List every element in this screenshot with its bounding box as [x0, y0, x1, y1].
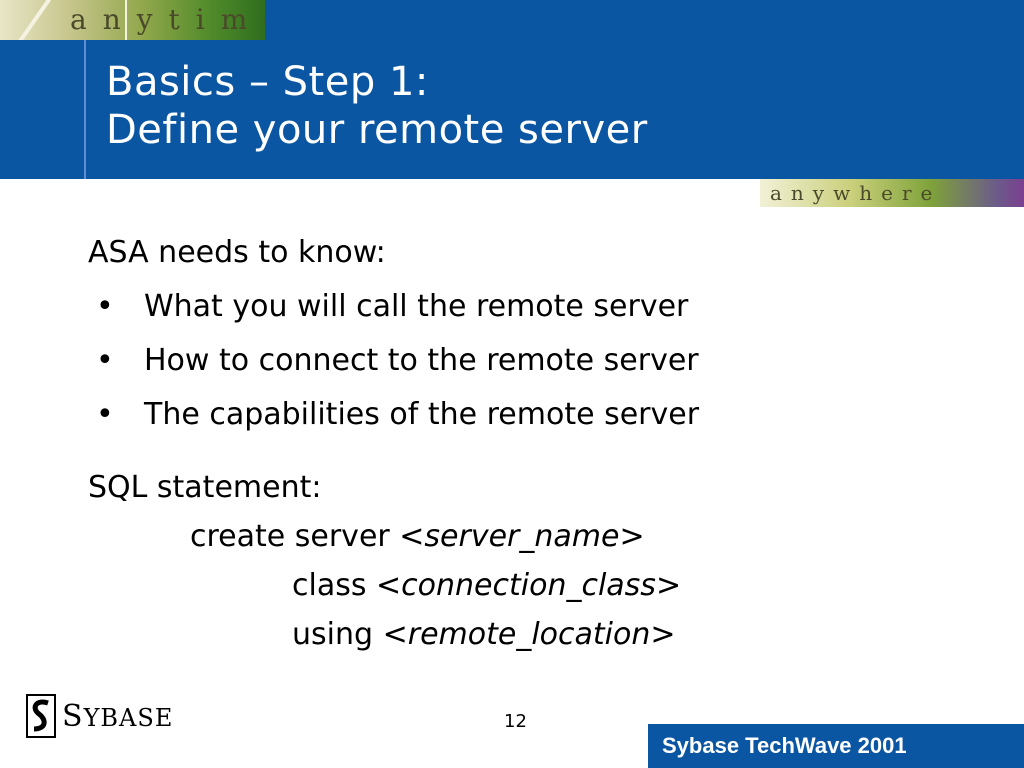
sql-open-bracket: <: [376, 568, 402, 603]
techwave-badge: Sybase TechWave 2001: [648, 724, 1024, 768]
header-rule: [84, 40, 86, 179]
bullet-item: • The capabilities of the remote server: [88, 388, 699, 442]
bullet-marker: •: [96, 289, 114, 324]
bullet-text: How to connect to the remote server: [144, 343, 699, 378]
sybase-logo: SYBASE: [26, 694, 173, 738]
sql-keyword: create server: [190, 519, 390, 554]
sql-close-bracket: >: [650, 617, 676, 652]
bullet-item: • What you will call the remote server: [88, 280, 699, 334]
sql-keyword: class: [292, 568, 367, 603]
page-number: 12: [504, 711, 527, 732]
sql-close-bracket: >: [655, 568, 682, 603]
sql-keyword: using: [292, 617, 374, 652]
sql-line-create-server: create server <server_name>: [88, 512, 699, 561]
bullet-item: • How to connect to the remote server: [88, 334, 699, 388]
header-band: anytime Basics – Step 1: Define your rem…: [0, 0, 1024, 179]
bullet-text: The capabilities of the remote server: [144, 397, 700, 432]
banner-stroke: [13, 0, 51, 40]
bullet-marker: •: [96, 397, 114, 432]
slide-body: ASA needs to know: • What you will call …: [88, 226, 699, 659]
sybase-wordmark-rest: YBASE: [83, 703, 174, 732]
sql-line-class: class <connection_class>: [88, 561, 699, 610]
sybase-wordmark: SYBASE: [62, 699, 173, 734]
sql-open-bracket: <: [382, 617, 408, 652]
sql-line-using: using <remote_location>: [88, 610, 699, 659]
sql-param: server_name: [424, 519, 620, 554]
banner-divider: [125, 0, 127, 40]
anywhere-banner-text: anywhere: [770, 181, 942, 205]
anytime-banner: anytime: [0, 0, 265, 40]
bullet-text: What you will call the remote server: [144, 289, 689, 324]
sql-close-bracket: >: [619, 519, 645, 554]
intro-text: ASA needs to know:: [88, 235, 386, 270]
slide-title-line-1: Basics – Step 1:: [106, 59, 429, 105]
sybase-emblem-icon: [26, 694, 56, 738]
sybase-wordmark-initial: S: [62, 698, 84, 734]
bullet-marker: •: [96, 343, 114, 378]
sql-heading: SQL statement:: [88, 470, 322, 505]
anywhere-banner: anywhere: [760, 179, 1024, 207]
slide-title: Basics – Step 1: Define your remote serv…: [106, 58, 648, 154]
sql-param: remote_location: [407, 617, 651, 652]
anytime-banner-text: anytime: [70, 3, 265, 36]
sql-param: connection_class: [401, 568, 656, 603]
slide-title-line-2: Define your remote server: [106, 107, 648, 153]
sql-open-bracket: <: [399, 519, 425, 554]
